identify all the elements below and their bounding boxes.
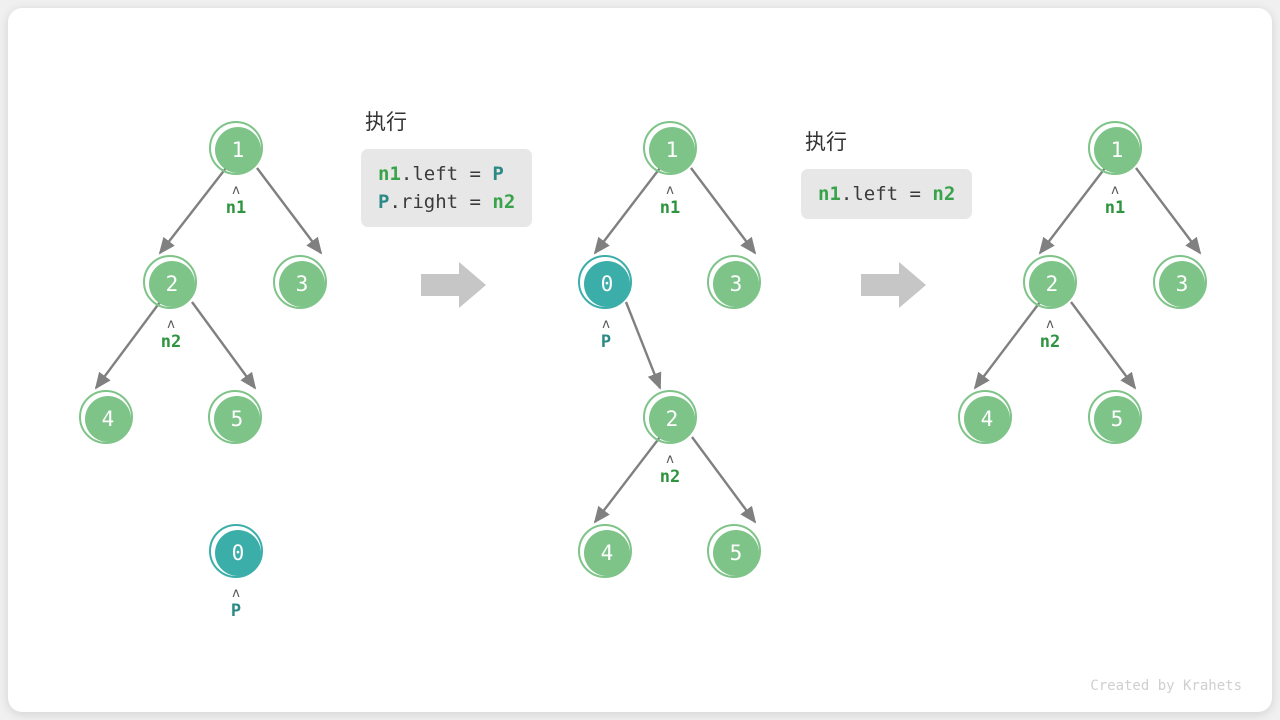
tree-node-2: 2: [643, 390, 697, 444]
step-title-2: 执行: [805, 130, 847, 154]
tree-node-value: 1: [1094, 127, 1140, 173]
tree-node-value: 4: [85, 396, 131, 442]
caret-icon: ʌ: [666, 452, 674, 467]
code-token: .right =: [389, 191, 493, 213]
pointer-name: n1: [225, 198, 247, 218]
tree-edge: [1135, 167, 1202, 255]
code-token: P: [492, 163, 504, 185]
pointer-name: P: [230, 601, 242, 621]
step-title-1: 执行: [365, 110, 407, 134]
caret-icon: ʌ: [602, 317, 610, 332]
tree-edge: [191, 301, 257, 390]
caret-icon: ʌ: [1111, 183, 1119, 198]
code-token: P: [378, 191, 390, 213]
caret-icon: ʌ: [232, 586, 240, 601]
tree-node-1: 1: [209, 121, 263, 175]
tree-node-value: 3: [279, 261, 325, 307]
code-line: P.right = n2: [378, 188, 515, 216]
tree-node-5: 5: [208, 390, 262, 444]
tree-node-value: 0: [215, 530, 261, 576]
caret-icon: ʌ: [232, 183, 240, 198]
tree-edge: [691, 436, 757, 524]
tree-edge: [1070, 301, 1137, 390]
code-token: n1: [378, 163, 401, 185]
pointer-name: n2: [1039, 332, 1061, 352]
tree-node-value: 5: [713, 530, 759, 576]
tree-edge: [256, 167, 323, 255]
pointer-name: n1: [1104, 198, 1126, 218]
code-token: .left =: [400, 163, 493, 185]
tree-node-4: 4: [79, 390, 133, 444]
pointer-name: n2: [160, 332, 182, 352]
tree-node-0: 0: [578, 255, 632, 309]
tree-node-value: 5: [214, 396, 260, 442]
tree-node-value: 0: [584, 261, 630, 307]
tree-node-value: 3: [713, 261, 759, 307]
tree-edge: [690, 167, 757, 255]
code-block-2: n1.left = n2: [801, 169, 973, 219]
code-token: n1: [818, 183, 841, 205]
tree-node-3: 3: [1153, 255, 1207, 309]
tree-node-value: 2: [1029, 261, 1075, 307]
credit-text: Created by Krahets: [1090, 678, 1242, 694]
tree-edge-layer: [94, 167, 1202, 524]
tree-node-4: 4: [578, 524, 632, 578]
caret-icon: ʌ: [1046, 317, 1054, 332]
tree-node-1: 1: [643, 121, 697, 175]
tree-node-5: 5: [1088, 390, 1142, 444]
tree-node-2: 2: [1023, 255, 1077, 309]
tree-node-value: 5: [1094, 396, 1140, 442]
pointer-name: P: [600, 332, 612, 352]
tree-node-value: 2: [649, 396, 695, 442]
pointer-name: n1: [659, 198, 681, 218]
tree-node-3: 3: [707, 255, 761, 309]
code-line: n1.left = P: [378, 160, 515, 188]
code-token: .left =: [840, 183, 933, 205]
tree-node-value: 4: [964, 396, 1010, 442]
code-token: n2: [932, 183, 956, 205]
code-line: n1.left = n2: [818, 180, 955, 208]
tree-node-value: 2: [149, 261, 195, 307]
tree-node-3: 3: [273, 255, 327, 309]
tree-node-value: 4: [584, 530, 630, 576]
tree-node-0: 0: [209, 524, 263, 578]
step-arrow-2: [861, 260, 927, 315]
tree-node-1: 1: [1088, 121, 1142, 175]
tree-node-value: 1: [215, 127, 261, 173]
tree-node-2: 2: [143, 255, 197, 309]
step-arrow-1: [421, 260, 487, 315]
tree-node-value: 3: [1159, 261, 1205, 307]
code-token: n2: [492, 191, 516, 213]
pointer-name: n2: [659, 467, 681, 487]
tree-node-4: 4: [958, 390, 1012, 444]
caret-icon: ʌ: [666, 183, 674, 198]
tree-node-5: 5: [707, 524, 761, 578]
tree-node-value: 1: [649, 127, 695, 173]
caret-icon: ʌ: [167, 317, 175, 332]
